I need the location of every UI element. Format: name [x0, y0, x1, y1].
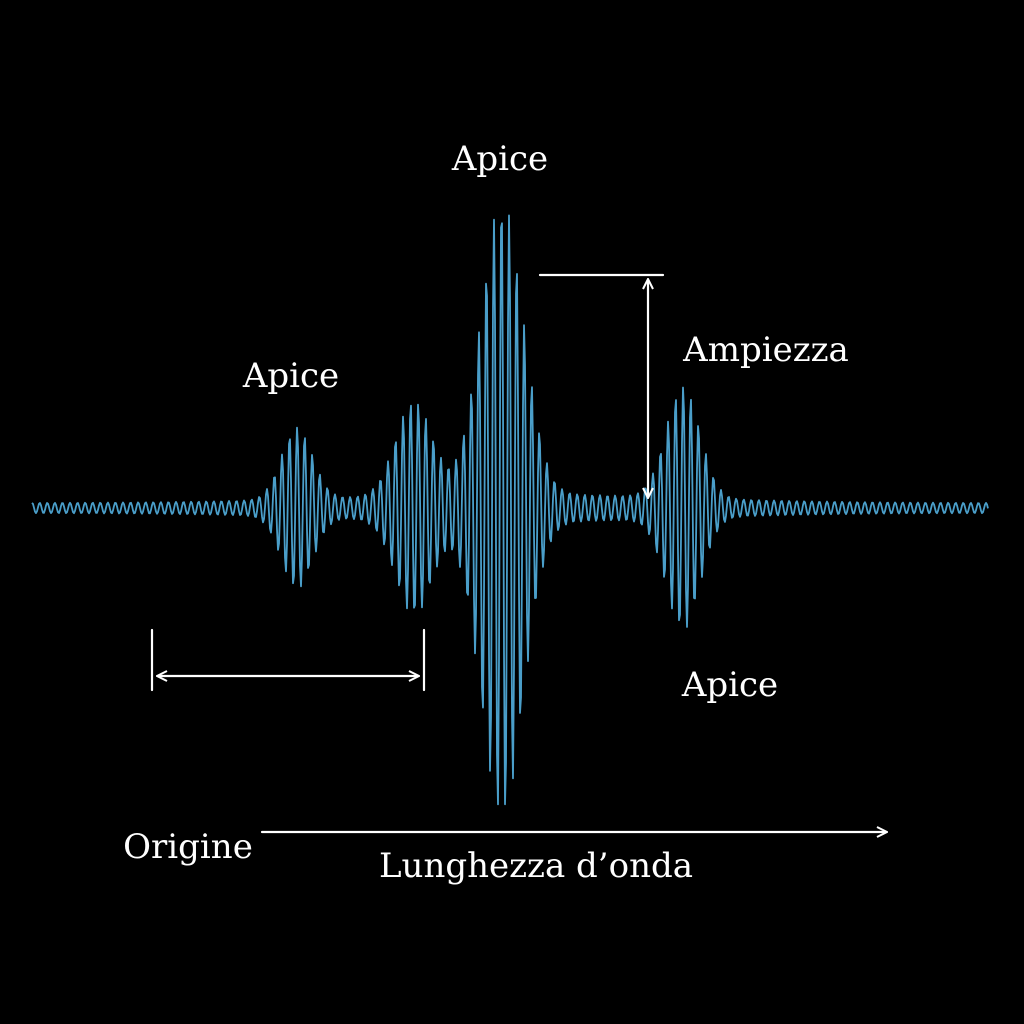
- peak-label-bottom-right: Apice: [681, 665, 778, 705]
- peak-label-top: Apice: [451, 139, 548, 179]
- origin-label: Origine: [123, 827, 253, 867]
- peak-label-left: Apice: [242, 356, 339, 396]
- waveform: [31, 214, 989, 806]
- wavelength-label: Lunghezza d’onda: [379, 846, 693, 886]
- amplitude-label: Ampiezza: [682, 330, 849, 370]
